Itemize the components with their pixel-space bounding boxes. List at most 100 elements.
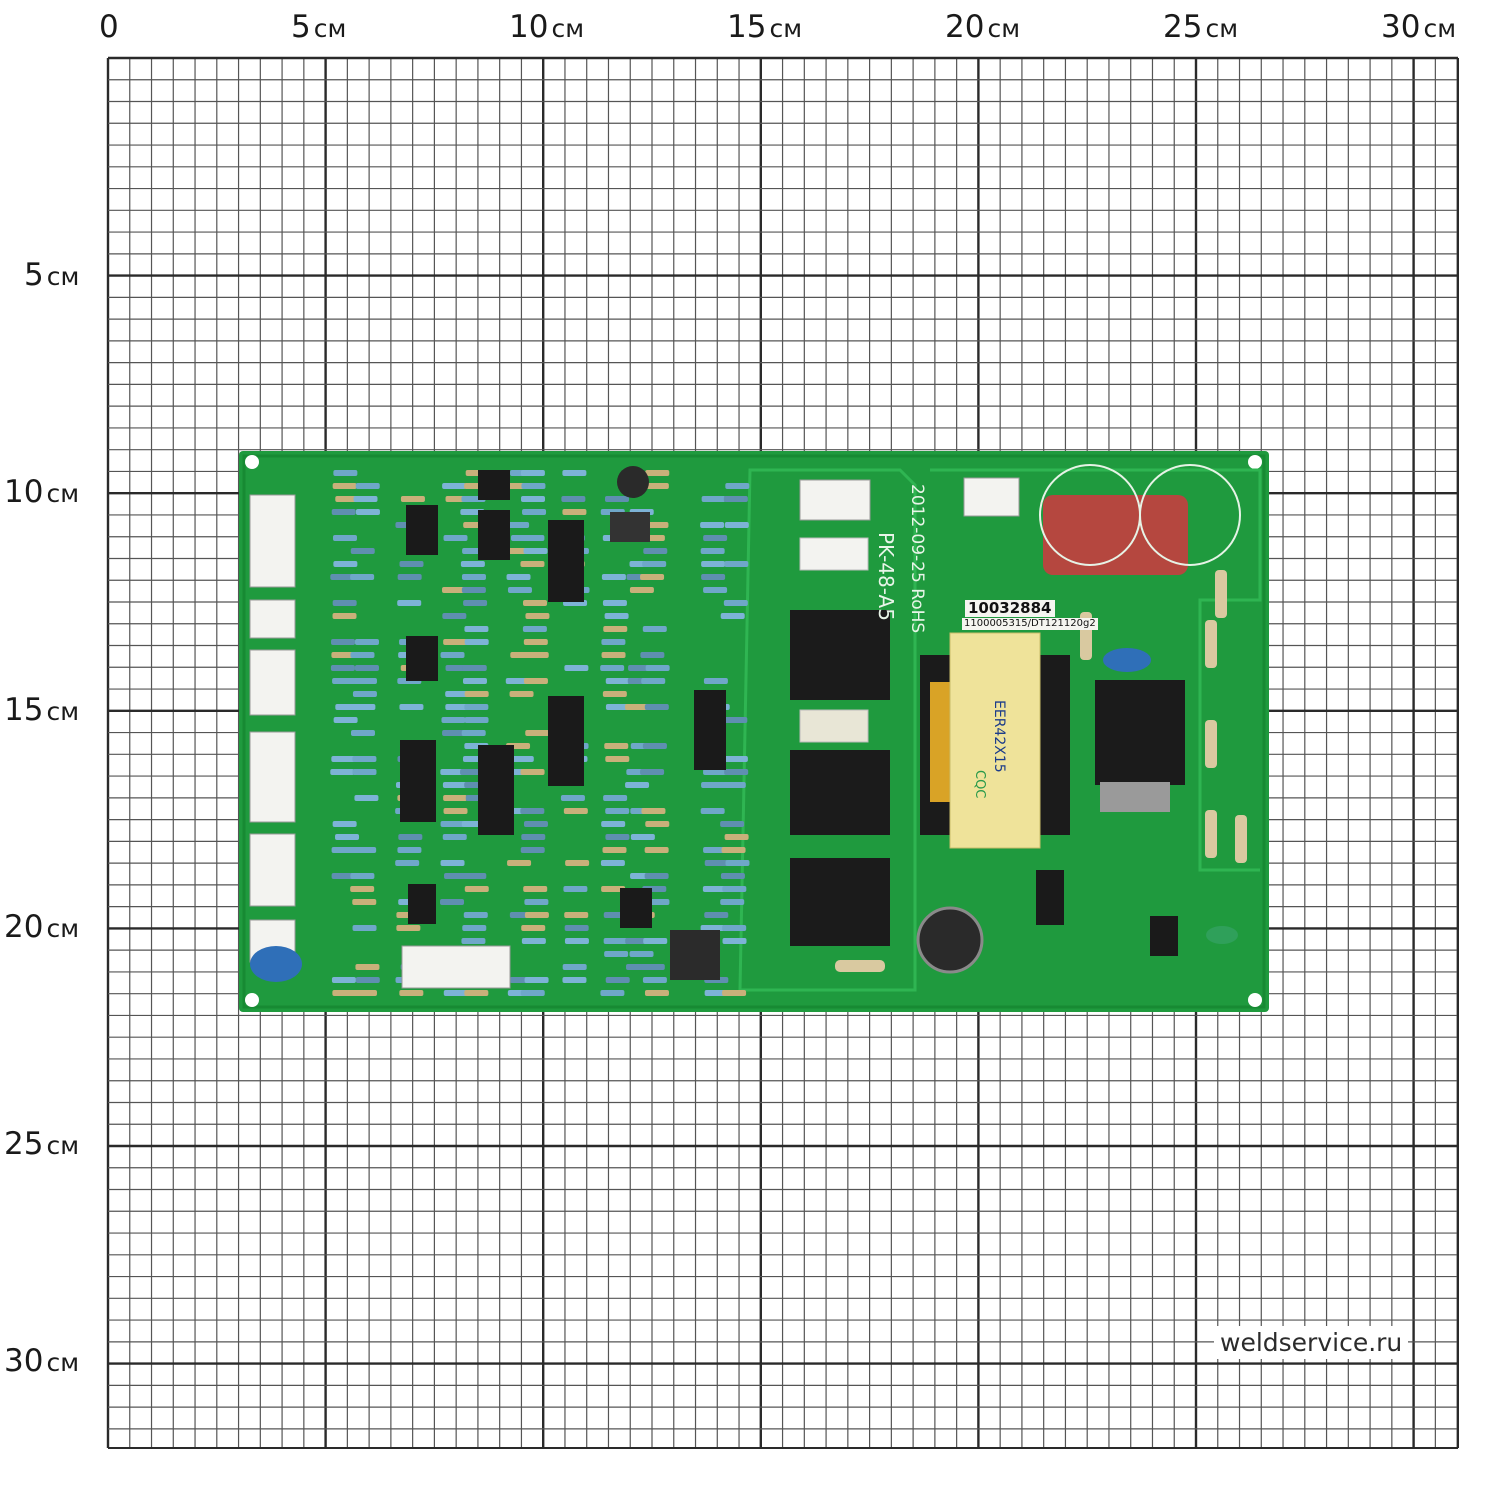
- resistor: [440, 652, 465, 658]
- resistor: [521, 938, 546, 944]
- resistor: [604, 496, 629, 502]
- resistor: [396, 925, 421, 931]
- resistor: [331, 639, 356, 645]
- y-label-unit: см: [46, 697, 80, 726]
- resistor: [505, 522, 530, 528]
- heatsink-3: [790, 858, 890, 946]
- resistor: [563, 808, 588, 814]
- y-label-number: 5: [24, 257, 44, 293]
- resistor: [442, 483, 467, 489]
- resistor: [523, 639, 548, 645]
- resistor: [605, 756, 630, 762]
- x-label-number: 15: [727, 9, 767, 45]
- resistor: [625, 782, 650, 788]
- connector-p2: [249, 494, 296, 588]
- resistor: [564, 912, 589, 918]
- resistor: [332, 990, 357, 996]
- x-label-number: 30: [1381, 9, 1421, 45]
- pcb-substrate: [239, 451, 1269, 1012]
- mount-hole: [1248, 455, 1262, 469]
- resistor: [700, 925, 725, 931]
- resistor-r74: [835, 960, 885, 972]
- transformer-bobbin: [949, 632, 1041, 849]
- resistor: [397, 847, 422, 853]
- resistor: [520, 808, 545, 814]
- resistor: [461, 574, 486, 580]
- resistor: [703, 769, 728, 775]
- resistor: [399, 990, 424, 996]
- resistor: [721, 782, 746, 788]
- resistor: [644, 522, 669, 528]
- resistor-block-2: [799, 709, 869, 743]
- watermark: weldservice.ru: [1214, 1326, 1409, 1359]
- resistor: [562, 509, 587, 515]
- resistor: [441, 717, 466, 723]
- x-label-unit: см: [769, 14, 803, 43]
- resistor: [642, 977, 667, 983]
- resistor: [443, 990, 468, 996]
- silk-circle: [1139, 464, 1241, 566]
- resistor: [440, 899, 465, 905]
- ic-u17: [1036, 870, 1064, 925]
- resistor: [355, 977, 380, 983]
- resistor: [332, 535, 357, 541]
- resistor: [625, 938, 650, 944]
- resistor: [724, 522, 749, 528]
- connector-p4: [249, 649, 296, 716]
- resistor: [629, 587, 654, 593]
- resistor: [332, 613, 357, 619]
- x-label-unit: см: [313, 14, 347, 43]
- ic-u3: [548, 520, 584, 602]
- resistor: [703, 847, 728, 853]
- resistor: [350, 652, 375, 658]
- resistor: [398, 834, 423, 840]
- resistor: [720, 613, 745, 619]
- resistor: [330, 769, 355, 775]
- capacitor-c34: [916, 906, 984, 974]
- resistor: [724, 834, 749, 840]
- resistor: [703, 535, 728, 541]
- resistor: [442, 834, 467, 840]
- resistor: [521, 925, 546, 931]
- resistor: [397, 574, 422, 580]
- resistor: [520, 535, 545, 541]
- resistor: [700, 522, 725, 528]
- resistor: [352, 847, 377, 853]
- resistor: [355, 483, 380, 489]
- resistor: [335, 496, 360, 502]
- ic-u6: [620, 888, 652, 928]
- resistor: [524, 977, 549, 983]
- resistor: [642, 743, 667, 749]
- resistor: [562, 470, 587, 476]
- resistor: [600, 860, 625, 866]
- x-label-unit: см: [1205, 14, 1239, 43]
- resistor: [723, 600, 748, 606]
- resistor: [333, 561, 358, 567]
- resistor: [352, 990, 377, 996]
- connector-p6: [249, 833, 296, 907]
- resistor: [644, 990, 669, 996]
- resistor: [643, 938, 668, 944]
- y-label-number: 30: [4, 1343, 44, 1379]
- power-resistor: [1235, 815, 1247, 863]
- resistor: [640, 769, 665, 775]
- resistor: [442, 730, 467, 736]
- capacitor-c60: [250, 946, 302, 982]
- y-label-number: 15: [4, 692, 44, 728]
- capacitor-c27: [1103, 648, 1151, 672]
- resistor: [440, 821, 465, 827]
- resistor: [565, 860, 590, 866]
- ic-u14: [694, 690, 726, 770]
- resistor: [600, 665, 625, 671]
- power-resistor: [1205, 720, 1217, 768]
- resistor: [723, 496, 748, 502]
- resistor: [644, 704, 669, 710]
- resistor: [463, 912, 488, 918]
- resistor: [720, 873, 745, 879]
- resistor-block: [799, 537, 869, 571]
